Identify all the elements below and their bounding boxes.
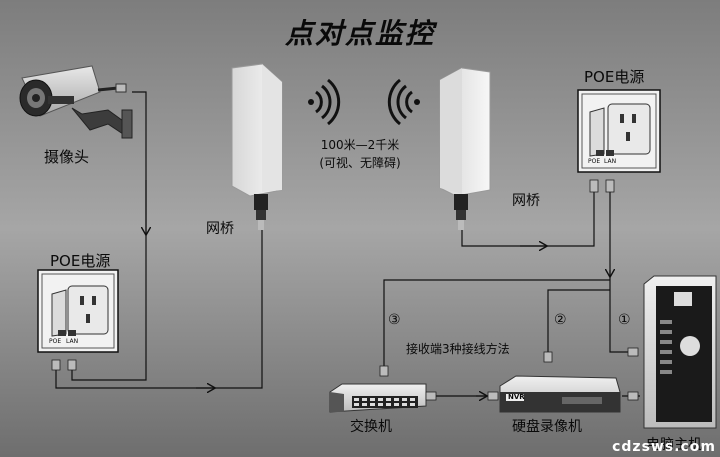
nvr-label: 硬盘录像机 [512, 419, 582, 435]
poe-left-port-lan: LAN [66, 338, 79, 345]
poe-left-label: POE电源 [50, 252, 111, 270]
network-switch-icon [329, 383, 427, 413]
method-3-marker: ③ [388, 312, 401, 328]
right-bridge-icon [439, 67, 491, 230]
bridge-right-label: 网桥 [512, 193, 540, 209]
wireless-signal-right-icon [387, 78, 420, 126]
left-bridge-icon [231, 63, 283, 230]
pc-tower-icon [643, 275, 717, 429]
method-2-marker: ② [554, 312, 567, 328]
method-1-marker: ① [618, 312, 631, 328]
distance-condition-label: (可视、无障碍) [319, 156, 401, 170]
switch-label: 交换机 [350, 419, 392, 435]
bridge-left-label: 网桥 [206, 221, 234, 237]
nvr-recorder-icon [499, 375, 621, 413]
poe-right-label: POE电源 [584, 68, 645, 86]
camera-label: 摄像头 [44, 148, 90, 166]
poe-right-port-lan: LAN [604, 158, 617, 165]
nvr-badge: NVR [508, 393, 525, 401]
receive-methods-label: 接收端3种接线方法 [406, 342, 510, 356]
cable-connectors [51, 179, 639, 401]
poe-adapter-left-icon [37, 269, 119, 353]
pc-label: 电脑主机 [646, 437, 702, 453]
watermark: cdzsws.com [612, 439, 716, 455]
poe-adapter-right-icon [577, 89, 661, 173]
poe-right-port-poe: POE [588, 158, 601, 165]
camera-icon [19, 65, 133, 139]
poe-left-port-poe: POE [49, 338, 62, 345]
diagram-title: 点对点监控 [284, 17, 435, 50]
distance-range-label: 100米—2千米 [320, 138, 400, 152]
wireless-signal-left-icon [308, 78, 341, 126]
connection-lines [55, 91, 640, 396]
